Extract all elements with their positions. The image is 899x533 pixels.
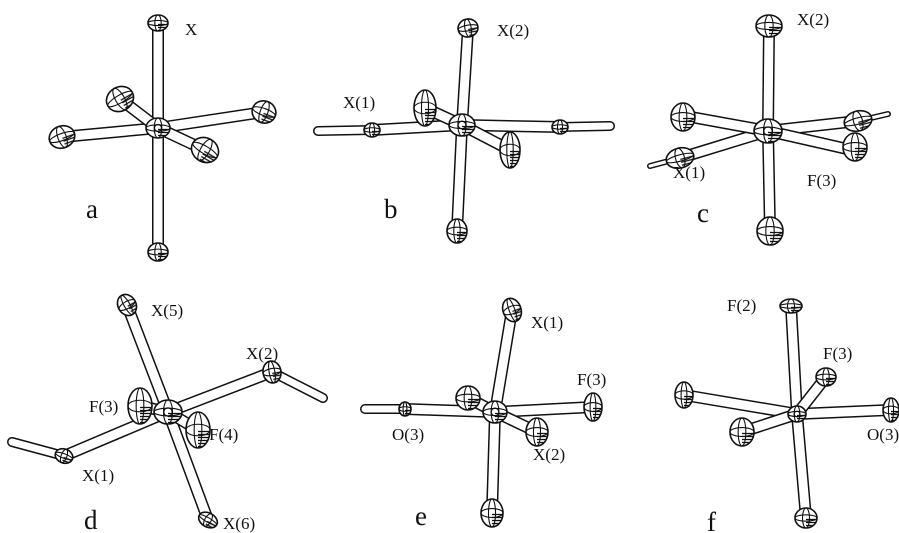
bond-b-1 <box>456 22 474 131</box>
atom-label-b-2: X(2) <box>497 21 529 40</box>
ligand-atom-b-6 <box>499 131 521 169</box>
ligand-atom-f-4 <box>882 397 899 423</box>
bond-f-3 <box>678 389 803 420</box>
central-atom-d <box>153 399 183 425</box>
atom-label-f-3: O(3) <box>867 425 899 444</box>
ligand-atom-f-6 <box>815 367 837 387</box>
ligand-atom-b-3 <box>363 122 381 138</box>
ligand-atom-c-6 <box>842 132 868 162</box>
ligand-atom-d-2 <box>197 511 219 529</box>
atom-label-c-2: X(1) <box>673 163 705 182</box>
label-layer: XaX(1)X(2)bX(2)X(1)F(3)cX(5)X(2)F(3)F(4)… <box>82 10 899 533</box>
bond-c-1 <box>762 20 775 137</box>
bond-a-3 <box>56 122 164 143</box>
central-atom-a <box>145 117 171 139</box>
panel-letter-f: f <box>707 507 716 533</box>
ligand-atom-f-2 <box>794 507 818 529</box>
ligand-atom-f-5 <box>729 417 755 447</box>
ligand-atom-a-5 <box>105 85 135 113</box>
central-atom-f <box>787 405 807 423</box>
atom-label-e-4: X(2) <box>533 445 565 464</box>
atom-layer <box>48 14 899 529</box>
bond-f-1 <box>785 300 803 420</box>
ligand-atom-f-1 <box>779 298 803 314</box>
bond-d-2 <box>162 406 214 526</box>
ligand-atom-d-5 <box>127 387 153 425</box>
atom-label-f-1: F(2) <box>727 296 756 315</box>
central-atom-c <box>753 118 783 144</box>
ligand-atom-e-3 <box>398 401 412 417</box>
bond-d-4 <box>162 366 278 418</box>
bond-e-3 <box>399 403 501 418</box>
bond-a-4 <box>152 106 270 134</box>
bond-layer <box>7 16 897 526</box>
ligand-atom-d-3 <box>54 447 74 465</box>
ligand-atom-c-1 <box>755 14 783 38</box>
bond-c-6 <box>762 125 862 157</box>
ligand-atom-e-5 <box>455 385 481 411</box>
atom-label-e-3: O(3) <box>392 425 424 444</box>
atom-label-d-3: F(3) <box>89 397 118 416</box>
ligand-atom-a-6 <box>190 136 220 164</box>
bond-e-2 <box>486 406 501 519</box>
ligand-atom-b-4 <box>551 119 569 135</box>
atom-label-f-2: F(3) <box>823 344 852 363</box>
bond-b-3 <box>313 125 377 136</box>
atom-label-c-1: X(2) <box>797 10 829 29</box>
central-atom-b <box>448 113 476 137</box>
bond-f-4 <box>791 404 897 420</box>
ligand-atom-d-6 <box>185 411 211 449</box>
ligand-atom-e-6 <box>525 417 549 447</box>
atom-label-d-6: X(6) <box>223 514 255 533</box>
panel-letter-e: e <box>415 501 427 531</box>
bond-c-3 <box>674 125 774 164</box>
bond-b-4 <box>366 119 468 136</box>
atom-label-a-1: X <box>185 20 197 39</box>
bond-c-2 <box>762 125 776 237</box>
panel-letter-c: c <box>697 198 709 228</box>
ligand-atom-e-2 <box>480 498 504 528</box>
atom-label-d-5: X(1) <box>82 466 114 485</box>
ligand-atom-d-4 <box>262 360 282 384</box>
ligand-atom-f-3 <box>674 381 694 409</box>
atom-label-b-1: X(1) <box>343 93 375 112</box>
atom-label-d-2: X(2) <box>246 344 278 363</box>
atom-label-e-2: F(3) <box>577 370 606 389</box>
ligand-atom-e-4 <box>583 392 603 422</box>
ligand-atom-c-5 <box>670 102 696 132</box>
ligand-atom-a-4 <box>251 100 277 124</box>
ligand-atom-c-2 <box>756 216 784 246</box>
ligand-atom-b-1 <box>457 18 479 38</box>
bond-b-5 <box>456 119 566 133</box>
bond-e-1 <box>489 304 518 418</box>
ligand-atom-a-3 <box>48 124 76 150</box>
ligand-atom-a-2 <box>147 242 169 262</box>
ligand-atom-a-1 <box>147 14 169 32</box>
panel-letter-b: b <box>384 194 398 224</box>
ligand-atom-c-3 <box>665 146 695 170</box>
panel-letter-d: d <box>84 505 98 533</box>
bond-e-4 <box>489 401 599 418</box>
central-atom-e <box>482 400 508 424</box>
ligand-atom-c-4 <box>843 109 873 133</box>
ligand-atom-e-1 <box>501 297 523 323</box>
bond-f-2 <box>791 408 812 524</box>
bond-d-1 <box>121 299 174 418</box>
atom-label-d-1: X(5) <box>151 301 183 320</box>
ligand-atom-b-2 <box>446 218 468 244</box>
atom-label-d-4: F(4) <box>209 425 238 444</box>
bond-d-3 <box>58 406 174 462</box>
atom-label-e-1: X(1) <box>531 313 563 332</box>
ligand-atom-b-5 <box>413 89 437 127</box>
bond-b-2 <box>451 119 468 237</box>
atom-label-c-3: F(3) <box>807 171 836 190</box>
panel-letter-a: a <box>86 194 98 224</box>
ligand-atom-d-1 <box>116 293 138 317</box>
